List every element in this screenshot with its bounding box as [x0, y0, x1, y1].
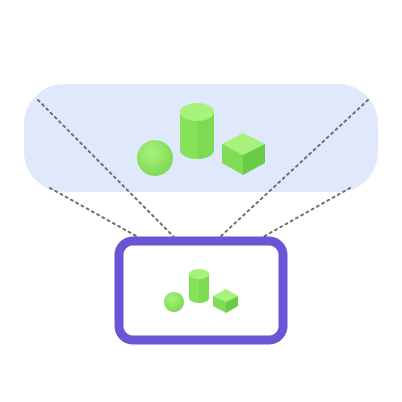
cylinder-icon — [189, 269, 209, 303]
projection-lines — [37, 99, 369, 238]
sphere-icon — [164, 292, 184, 312]
projection-line-inner-left — [49, 187, 139, 238]
sphere-icon — [137, 140, 173, 176]
frame-shapes — [164, 269, 238, 313]
cube-icon — [222, 133, 265, 175]
projection-line-outer-right — [219, 99, 369, 238]
zoomed-shapes — [137, 103, 265, 176]
cube-icon — [213, 289, 238, 313]
projection-line-inner-right — [262, 187, 351, 238]
cylinder-icon — [180, 103, 214, 159]
projection-line-outer-left — [37, 99, 175, 238]
